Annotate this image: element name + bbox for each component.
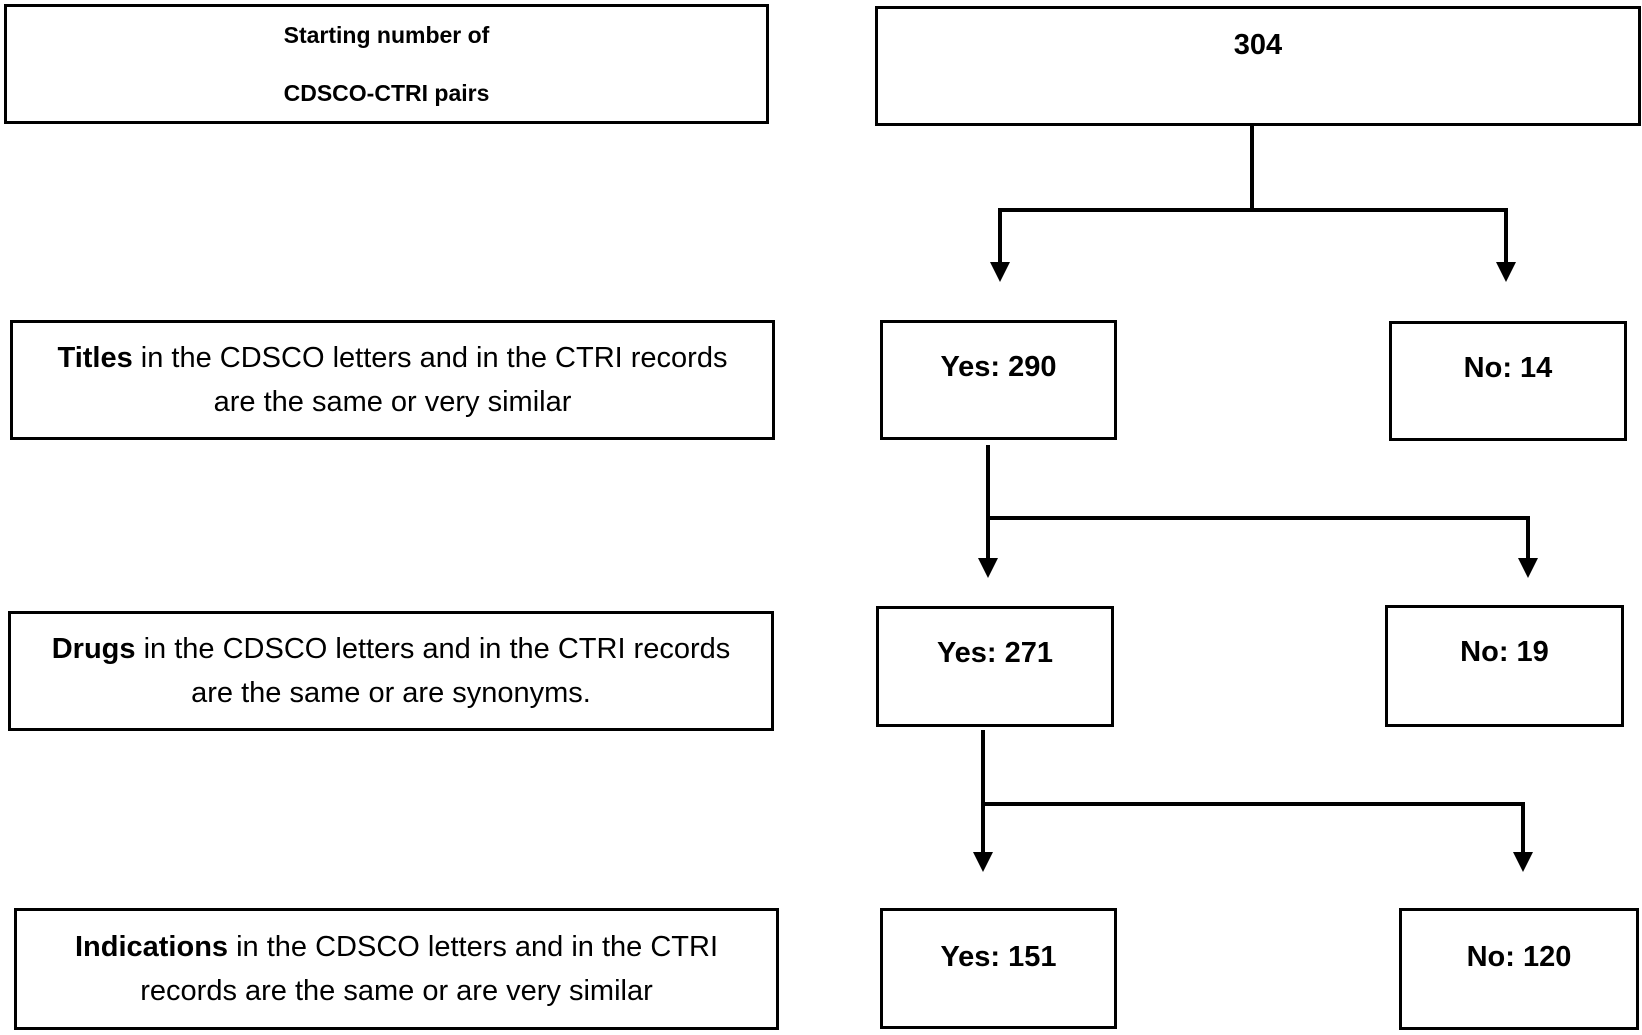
titles-criterion-line2: are the same or very similar: [213, 386, 572, 418]
indications-criterion-rest: in the CDSCO letters and in the CTRI: [228, 931, 719, 963]
arrowhead-no-14: [1496, 262, 1516, 282]
titles-criterion-bold: Titles: [57, 342, 133, 374]
indications-criterion-box: Indications in the CDSCO letters and in …: [14, 908, 779, 1030]
indications-criterion-bold: Indications: [74, 931, 229, 963]
arrowhead-yes-290: [990, 262, 1010, 282]
arrowhead-no-120: [1513, 852, 1533, 872]
start-label-line1: Starting number of: [283, 22, 490, 48]
titles-no-box: No: 14: [1389, 321, 1627, 441]
drugs-no-count: No: 19: [1460, 636, 1549, 668]
arrowhead-yes-271: [978, 558, 998, 578]
arrowhead-no-19: [1518, 558, 1538, 578]
drugs-criterion-bold: Drugs: [51, 633, 136, 665]
titles-no-count: No: 14: [1463, 352, 1553, 384]
titles-criterion-rest: in the CDSCO letters and in the CTRI rec…: [132, 342, 728, 374]
indications-no-box: No: 120: [1399, 908, 1639, 1030]
start-label-line2: CDSCO-CTRI pairs: [283, 80, 490, 106]
arrowhead-yes-151: [973, 852, 993, 872]
drugs-criterion-rest: in the CDSCO letters and in the CTRI rec…: [135, 633, 731, 665]
start-count: 304: [1233, 29, 1283, 61]
titles-criterion-line1: Titles in the CDSCO letters and in the C…: [58, 336, 728, 380]
indications-criterion-line2: records are the same or are very similar: [140, 975, 653, 1007]
drugs-yes-count: Yes: 271: [936, 637, 1054, 669]
indications-criterion-line1: Indications in the CDSCO letters and in …: [75, 925, 718, 969]
start-count-box: 304: [875, 6, 1641, 126]
drugs-no-box: No: 19: [1385, 605, 1624, 727]
drugs-criterion-line2: are the same or are synonyms.: [191, 677, 591, 709]
drugs-criterion-line1: Drugs in the CDSCO letters and in the CT…: [52, 627, 731, 671]
indications-yes-box: Yes: 151: [880, 908, 1117, 1029]
indications-no-count: No: 120: [1466, 941, 1572, 973]
drugs-yes-box: Yes: 271: [876, 606, 1114, 727]
indications-yes-count: Yes: 151: [940, 941, 1057, 973]
start-label-box: Starting number of CDSCO-CTRI pairs: [4, 4, 769, 124]
titles-criterion-box: Titles in the CDSCO letters and in the C…: [10, 320, 775, 440]
titles-yes-box: Yes: 290: [880, 320, 1117, 440]
drugs-criterion-box: Drugs in the CDSCO letters and in the CT…: [8, 611, 774, 731]
titles-yes-count: Yes: 290: [940, 351, 1057, 383]
